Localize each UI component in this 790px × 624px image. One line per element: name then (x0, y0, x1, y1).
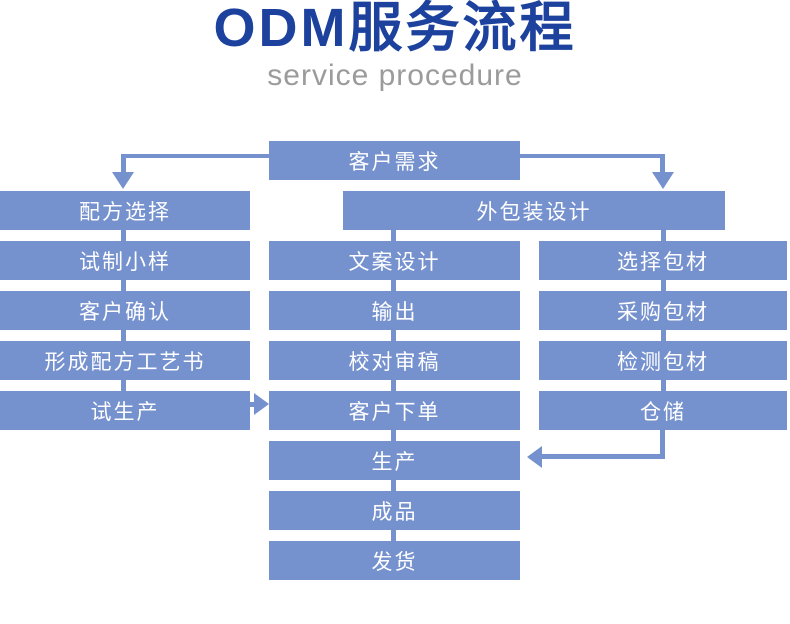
node-purchase-material: 采购包材 (539, 291, 787, 330)
arrow-segment (121, 154, 269, 158)
page-title: ODM服务流程 (213, 0, 577, 58)
connector-right-2 (661, 280, 666, 291)
arrow-segment (121, 154, 126, 174)
connector-left-1 (121, 230, 126, 241)
arrow-head-left (527, 446, 542, 468)
node-formula-selection: 配方选择 (0, 191, 250, 230)
arrow-segment (660, 430, 665, 459)
arrow-segment (541, 454, 665, 459)
connector-right-3 (661, 330, 666, 341)
connector-middle-3 (391, 330, 396, 341)
arrow-segment (660, 154, 665, 174)
connector-right-1 (661, 230, 666, 241)
node-packaging-design: 外包装设计 (343, 191, 725, 230)
node-customer-confirm: 客户确认 (0, 291, 250, 330)
node-trial-production: 试生产 (0, 391, 250, 430)
connector-left-4 (121, 380, 126, 391)
arrow-head-down (652, 172, 674, 189)
connector-middle-6 (391, 480, 396, 491)
node-warehouse: 仓储 (539, 391, 787, 430)
node-trial-sample: 试制小样 (0, 241, 250, 280)
node-copy-design: 文案设计 (269, 241, 520, 280)
node-customer-order: 客户下单 (269, 391, 520, 430)
node-production: 生产 (269, 441, 520, 480)
connector-middle-4 (391, 380, 396, 391)
node-output: 输出 (269, 291, 520, 330)
arrow-segment (520, 154, 665, 158)
node-proofreading: 校对审稿 (269, 341, 520, 380)
connector-middle-2 (391, 280, 396, 291)
node-select-material: 选择包材 (539, 241, 787, 280)
node-test-material: 检测包材 (539, 341, 787, 380)
node-shipping: 发货 (269, 541, 520, 580)
page-subtitle: service procedure (267, 59, 523, 92)
connector-right-4 (661, 380, 666, 391)
connector-left-3 (121, 330, 126, 341)
connector-left-2 (121, 280, 126, 291)
arrow-head-down (112, 172, 134, 189)
connector-middle-1 (391, 230, 396, 241)
node-formula-process-book: 形成配方工艺书 (0, 341, 250, 380)
connector-middle-7 (391, 530, 396, 541)
node-finished-product: 成品 (269, 491, 520, 530)
node-customer-need: 客户需求 (269, 141, 520, 180)
arrow-head-right (254, 393, 269, 415)
connector-middle-5 (391, 430, 396, 441)
